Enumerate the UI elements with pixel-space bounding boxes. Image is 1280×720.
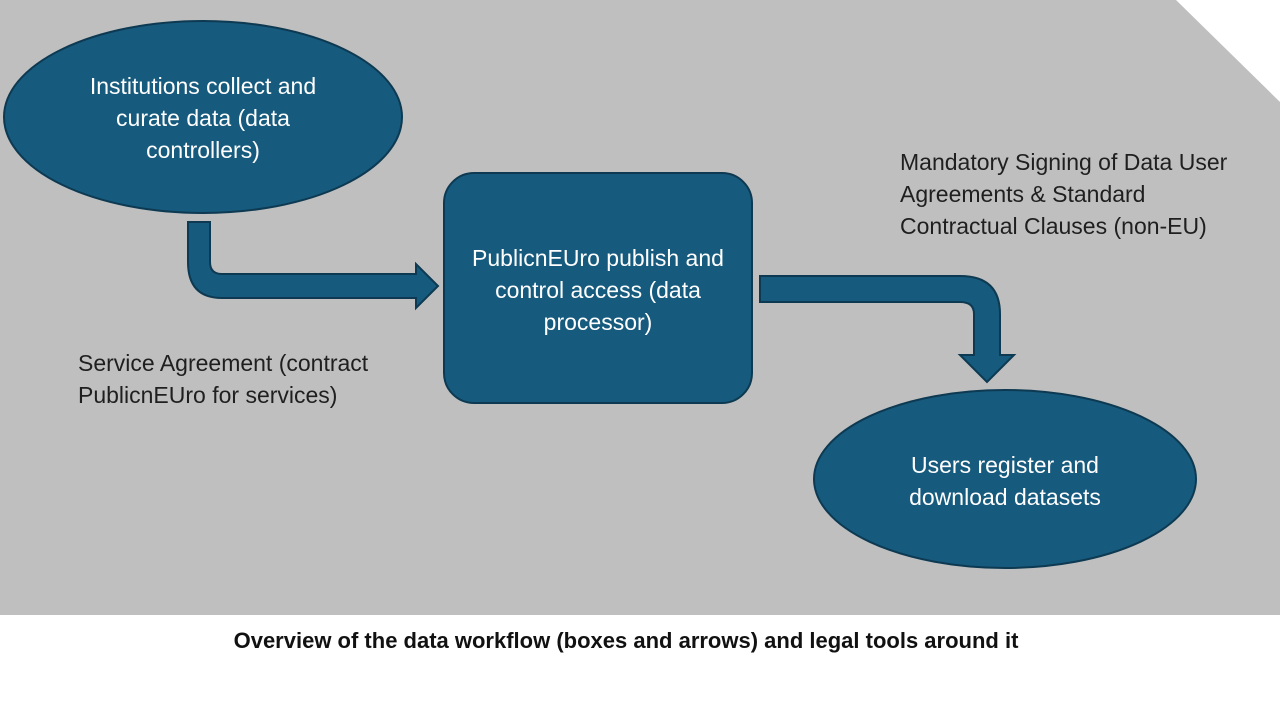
figure-caption: Overview of the data workflow (boxes and… <box>233 628 1019 653</box>
node-institutions-label: Institutions collect and curate data (da… <box>89 73 317 163</box>
node-users <box>813 389 1197 569</box>
arrow-processor-to-users <box>759 275 1017 384</box>
note-user-agreements: Mandatory Signing of Data User Agreement… <box>900 149 1228 239</box>
node-users-label: Users register and download datasets <box>909 452 1101 510</box>
node-processor-label: PublicnEUro publish and control access (… <box>472 245 724 335</box>
arrow-institutions-to-processor <box>187 221 440 311</box>
note-service-agreement: Service Agreement (contract PublicnEUro … <box>78 350 369 408</box>
node-institutions <box>3 20 403 214</box>
node-processor <box>443 172 753 404</box>
